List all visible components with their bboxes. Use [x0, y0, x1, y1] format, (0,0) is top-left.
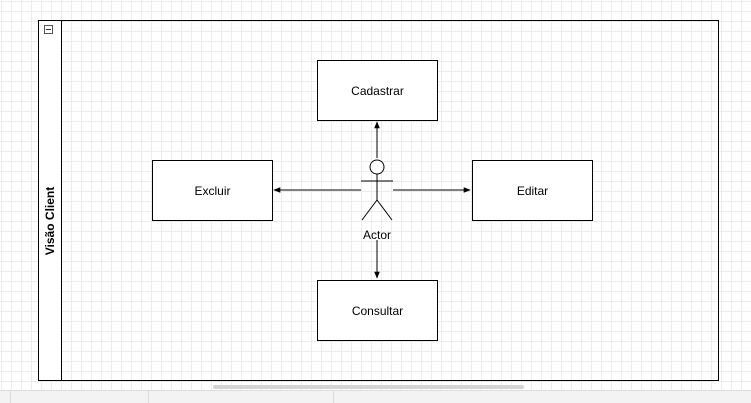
- pool-title: Visão Client: [43, 186, 57, 256]
- collapse-icon[interactable]: [44, 25, 53, 34]
- use-case-excluir[interactable]: Excluir: [152, 160, 273, 221]
- actor-label: Actor: [362, 228, 392, 242]
- bottom-toolbar: [0, 390, 751, 403]
- pool-visao-client[interactable]: Visão Client: [38, 20, 719, 381]
- use-case-label: Editar: [516, 183, 549, 198]
- diagram-canvas[interactable]: Visão Client Cadastrar Excluir Editar Co…: [0, 0, 751, 390]
- use-case-cadastrar[interactable]: Cadastrar: [317, 60, 438, 121]
- bottom-tab[interactable]: [10, 391, 149, 403]
- bottom-tab[interactable]: [148, 391, 334, 403]
- pool-header[interactable]: Visão Client: [39, 21, 62, 380]
- use-case-editar[interactable]: Editar: [472, 160, 593, 221]
- horizontal-scrollbar[interactable]: [213, 385, 524, 389]
- use-case-consultar[interactable]: Consultar: [317, 280, 438, 341]
- use-case-label: Consultar: [351, 303, 404, 318]
- use-case-label: Cadastrar: [351, 83, 404, 98]
- bottom-tab[interactable]: [0, 391, 11, 403]
- use-case-label: Excluir: [194, 183, 231, 198]
